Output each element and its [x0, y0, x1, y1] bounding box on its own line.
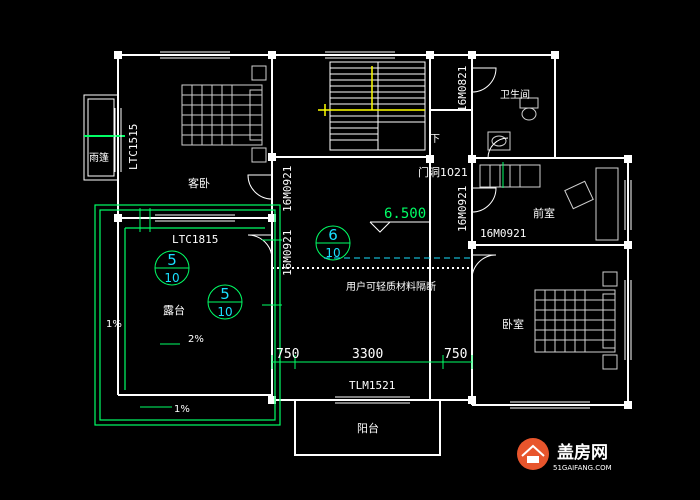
section-mark-3-sheet: 10 — [217, 305, 232, 319]
door-label-m0921-c: 16M0921 — [456, 186, 469, 232]
window-label-ltc1515: LTC1515 — [127, 124, 140, 170]
rain-shelter — [83, 94, 119, 181]
door-label-m0921-d: 16M0921 — [480, 227, 526, 240]
section-mark-2 — [154, 250, 190, 286]
window-label-ltc1815: LTC1815 — [172, 233, 218, 246]
walls — [117, 54, 629, 456]
elevation-symbol — [369, 221, 430, 233]
door-label-m0921-a: 16M0921 — [281, 166, 294, 212]
terrace-outline — [94, 204, 281, 426]
room-label-bedroom: 卧室 — [502, 317, 524, 331]
dimension-lines — [139, 162, 504, 408]
room-label-terrace: 露台 — [163, 303, 185, 317]
partition-note: 用户可轻质材料隔断 — [346, 280, 436, 293]
slope-label-terrace-side: 1% — [106, 319, 122, 330]
master-bed — [534, 271, 618, 370]
room-label-rain-shelter: 雨篷 — [89, 151, 109, 164]
room-label-guest-bedroom: 客卧 — [188, 176, 210, 190]
section-mark-3 — [207, 284, 243, 320]
staircase — [329, 61, 426, 151]
slope-label-terrace-center: 2% — [188, 334, 204, 345]
washbasin — [487, 131, 511, 151]
room-label-study: 前室 — [533, 206, 555, 220]
study-desk — [564, 167, 619, 241]
door-label-m0821: 16M0821 — [456, 66, 469, 112]
section-mark-2-sheet: 10 — [164, 271, 179, 285]
windows — [114, 51, 632, 409]
counter — [479, 164, 541, 188]
guest-bed — [181, 65, 267, 163]
section-mark-1 — [315, 225, 351, 261]
dimension-right: 750 — [444, 347, 467, 362]
room-label-bathroom: 卫生间 — [500, 88, 530, 101]
section-mark-1-sheet: 10 — [325, 246, 340, 260]
dimension-middle: 3300 — [352, 347, 383, 362]
door-label-m0921-b: 16M0921 — [281, 230, 294, 276]
room-label-balcony: 阳台 — [357, 421, 379, 435]
dimension-left: 750 — [276, 347, 299, 362]
toilet — [519, 97, 539, 121]
section-mark-3-number: 5 — [220, 285, 230, 303]
elevation-text: 6.500 — [384, 206, 426, 222]
section-mark-1-number: 6 — [328, 226, 338, 244]
stair-down-label: 下 — [430, 134, 440, 145]
slope-label-terrace-bottom: 1% — [174, 404, 190, 415]
section-mark-2-number: 5 — [167, 251, 177, 269]
wall-columns — [114, 51, 632, 409]
window-label-tlm1521: TLM1521 — [349, 379, 395, 392]
doors — [247, 67, 509, 280]
door-label-opening: 门洞1021 — [418, 165, 468, 179]
